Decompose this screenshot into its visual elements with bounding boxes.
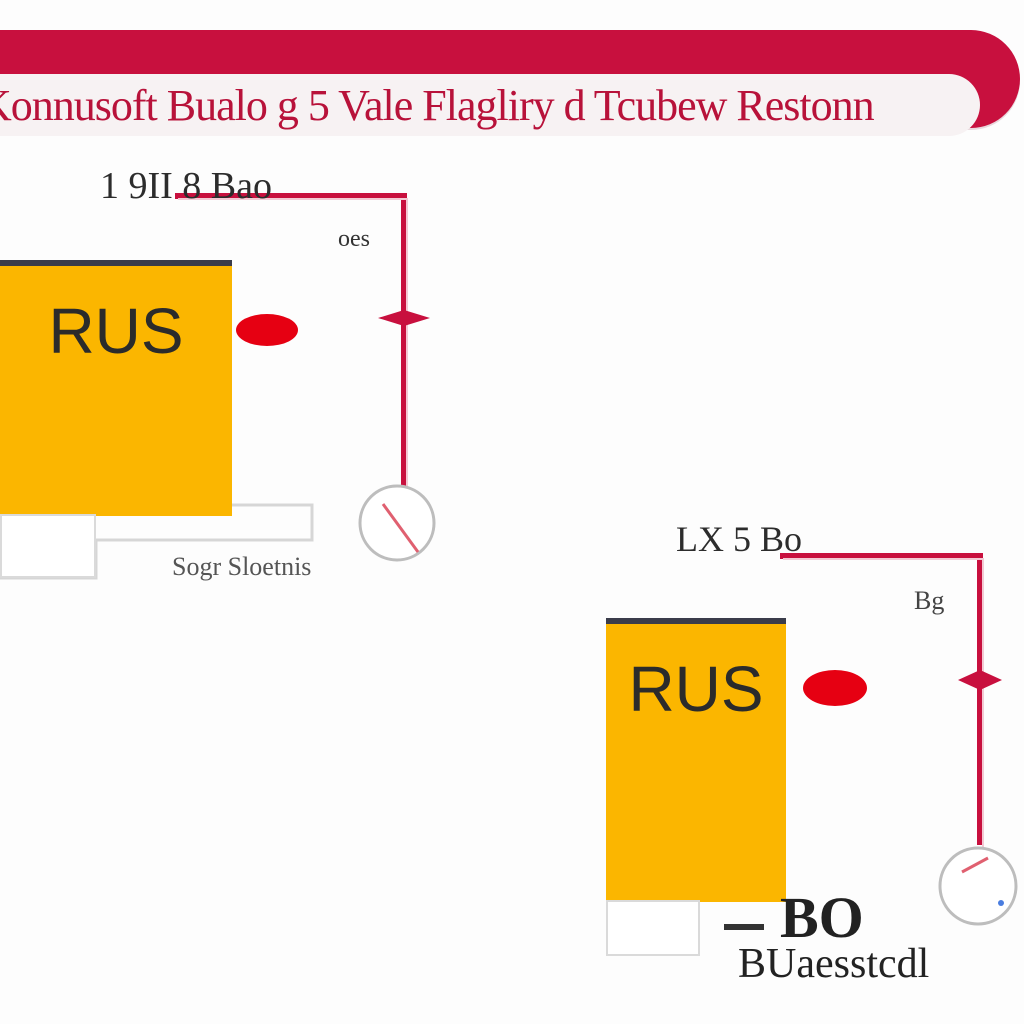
bottom-right-bottom-label-main: BO — [780, 885, 864, 950]
bottom-right-top-label: LX 5 Bo — [676, 519, 802, 559]
title-banner: Konnusoft Bualo g 5 Vale Flagliry d Tcub… — [0, 30, 1020, 136]
top-left-block-label: RUS — [48, 295, 184, 367]
bottom-right-gauge-dot — [998, 900, 1004, 906]
bottom-right-signal-dot — [803, 670, 867, 706]
bottom-right-base-tray — [606, 900, 700, 956]
bottom-right-side-label: Bg — [914, 586, 945, 615]
bottom-right-bottom-label-sub: BUaesstcdl — [738, 941, 930, 987]
bottom-right-gauge-icon — [938, 846, 1018, 926]
top-left-wire-shadow — [178, 198, 408, 493]
top-left-gauge-needle — [381, 503, 420, 553]
top-left-side-label: oes — [338, 226, 370, 252]
banner-title: Konnusoft Bualo g 5 Vale Flagliry d Tcub… — [0, 80, 875, 130]
title-banner-inner: Konnusoft Bualo g 5 Vale Flagliry d Tcub… — [0, 74, 980, 136]
top-left-signal-dot — [236, 314, 298, 346]
bottom-right-block-label: RUS — [628, 653, 764, 725]
top-left-base-outline — [0, 503, 314, 580]
top-left-wire-marker — [378, 310, 430, 326]
top-left-base-tray — [0, 514, 96, 578]
top-left-top-label: 1 9II 8 Bao — [100, 165, 273, 207]
bottom-right-dash — [724, 924, 764, 930]
top-left-bottom-label: Sogr Sloetnis — [172, 552, 312, 581]
bottom-right-rus-block: RUS — [606, 618, 786, 902]
bottom-right-wire-marker — [958, 670, 1002, 690]
top-left-rus-block: RUS — [0, 260, 232, 516]
top-left-wire — [175, 193, 407, 490]
bottom-right-wire — [780, 553, 983, 845]
bottom-right-gauge-needle — [961, 856, 989, 874]
bottom-right-wire-shadow — [783, 558, 984, 848]
